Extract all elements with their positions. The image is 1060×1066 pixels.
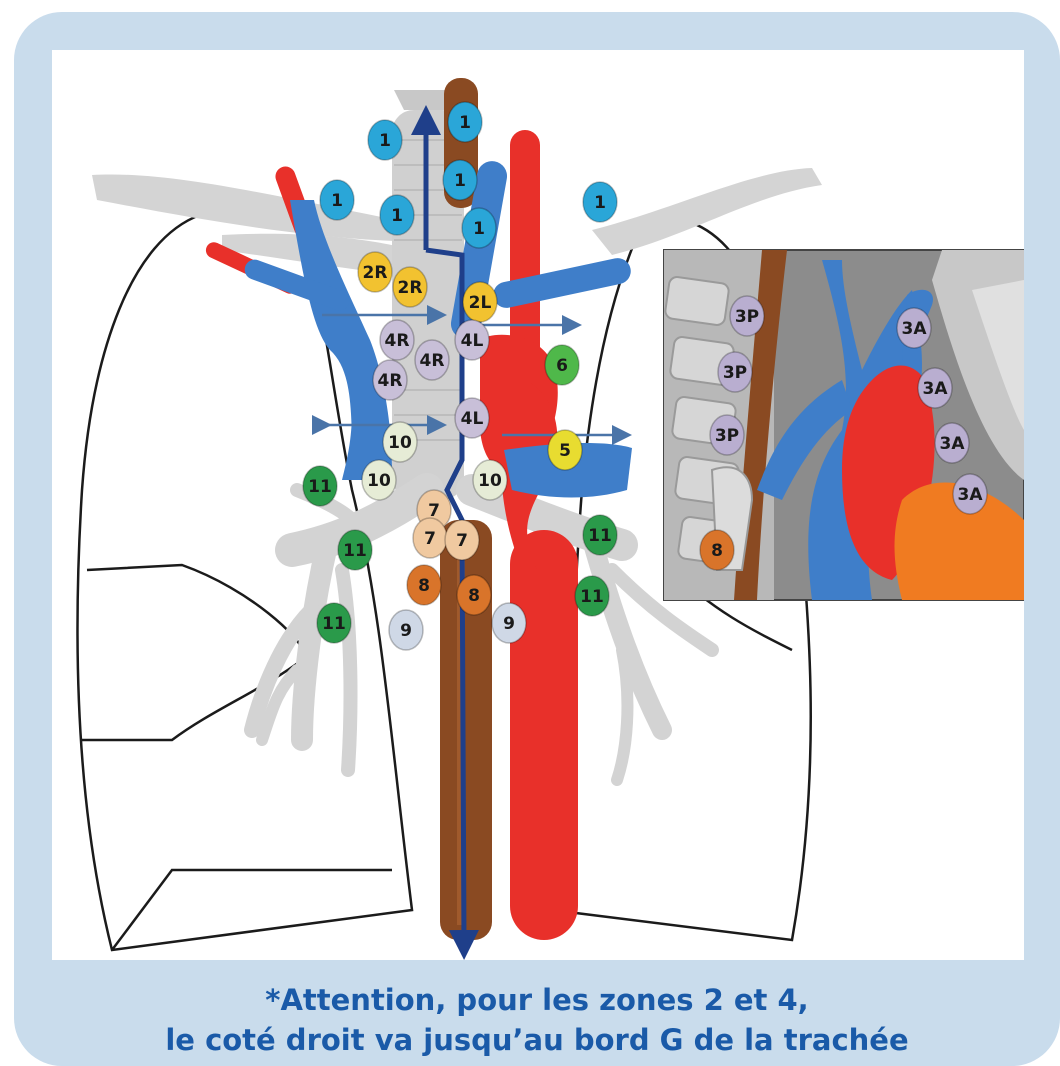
node-station-11: 11: [583, 515, 617, 555]
node-station-label: 2L: [469, 293, 492, 313]
inset-node-station-label: 8: [711, 541, 723, 561]
inset-node-station-label: 3P: [723, 363, 747, 383]
node-station-label: 1: [391, 206, 403, 226]
inset-node-station-label: 3A: [902, 319, 928, 339]
node-station-1: 1: [462, 208, 496, 248]
node-station-4r: 4R: [373, 360, 407, 400]
node-station-label: 1: [459, 113, 471, 133]
node-station-label: 1: [594, 193, 606, 213]
node-station-label: 1: [454, 171, 466, 191]
node-station-1: 1: [368, 120, 402, 160]
inset-node-station-3p: 3P: [730, 296, 764, 336]
node-station-11: 11: [575, 576, 609, 616]
node-station-label: 2R: [363, 263, 388, 283]
node-station-label: 8: [418, 576, 430, 596]
node-station-label: 7: [456, 531, 468, 551]
inset-node-station-3a: 3A: [935, 423, 969, 463]
inset-node-station-3a: 3A: [897, 308, 931, 348]
node-station-4l: 4L: [455, 320, 489, 360]
node-station-5: 5: [548, 430, 582, 470]
inset-node-station-3p: 3P: [718, 352, 752, 392]
node-station-11: 11: [303, 466, 337, 506]
node-station-label: 10: [478, 471, 502, 491]
mediastinal-lymph-node-map: 11111112R2R2L4R4R4R4L4L65101010111111111…: [52, 50, 1024, 960]
node-station-11: 11: [317, 603, 351, 643]
inset-node-station-3p: 3P: [710, 415, 744, 455]
node-station-10: 10: [383, 422, 417, 462]
caption: *Attention, pour les zones 2 et 4, le co…: [14, 980, 1060, 1060]
node-station-label: 2R: [398, 278, 423, 298]
inset-node-station-8: 8: [700, 530, 734, 570]
node-station-label: 9: [400, 621, 412, 641]
node-station-8: 8: [407, 565, 441, 605]
node-station-label: 11: [588, 526, 612, 546]
caption-line-1: *Attention, pour les zones 2 et 4,: [14, 980, 1060, 1020]
node-station-label: 9: [503, 614, 515, 634]
node-station-label: 5: [559, 441, 571, 461]
node-station-label: 6: [556, 356, 568, 376]
caption-line-2: le coté droit va jusqu’au bord G de la t…: [14, 1020, 1060, 1060]
node-station-label: 4L: [461, 331, 484, 351]
node-station-9: 9: [389, 610, 423, 650]
inset-node-station-label: 3A: [958, 485, 984, 505]
node-station-4l: 4L: [455, 398, 489, 438]
node-station-2l: 2L: [463, 282, 497, 322]
node-station-2r: 2R: [358, 252, 392, 292]
node-station-label: 1: [473, 219, 485, 239]
node-station-1: 1: [380, 195, 414, 235]
node-station-4r: 4R: [380, 320, 414, 360]
inset-node-station-label: 3P: [735, 307, 759, 327]
inset-node-station-3a: 3A: [918, 368, 952, 408]
node-station-8: 8: [457, 575, 491, 615]
node-station-10: 10: [362, 460, 396, 500]
node-station-1: 1: [320, 180, 354, 220]
node-station-label: 4L: [461, 409, 484, 429]
node-station-label: 7: [424, 529, 436, 549]
inset-node-station-3a: 3A: [953, 474, 987, 514]
node-station-2r: 2R: [393, 267, 427, 307]
node-station-6: 6: [545, 345, 579, 385]
node-station-10: 10: [473, 460, 507, 500]
node-station-label: 1: [331, 191, 343, 211]
node-station-label: 11: [308, 477, 332, 497]
inset-node-station-label: 3P: [715, 426, 739, 446]
node-station-9: 9: [492, 603, 526, 643]
node-station-label: 10: [388, 433, 412, 453]
node-station-1: 1: [583, 182, 617, 222]
node-station-7: 7: [413, 518, 447, 558]
node-station-label: 11: [322, 614, 346, 634]
node-station-11: 11: [338, 530, 372, 570]
node-station-7: 7: [445, 520, 479, 560]
node-station-1: 1: [443, 160, 477, 200]
node-station-4r: 4R: [415, 340, 449, 380]
node-station-label: 11: [580, 587, 604, 607]
node-station-label: 11: [343, 541, 367, 561]
node-station-label: 1: [379, 131, 391, 151]
node-station-1: 1: [448, 102, 482, 142]
inset-node-station-label: 3A: [940, 434, 966, 454]
node-station-label: 4R: [420, 351, 445, 371]
node-station-label: 10: [367, 471, 391, 491]
node-station-label: 8: [468, 586, 480, 606]
node-station-label: 4R: [378, 371, 403, 391]
node-station-label: 4R: [385, 331, 410, 351]
inset-node-station-label: 3A: [923, 379, 949, 399]
